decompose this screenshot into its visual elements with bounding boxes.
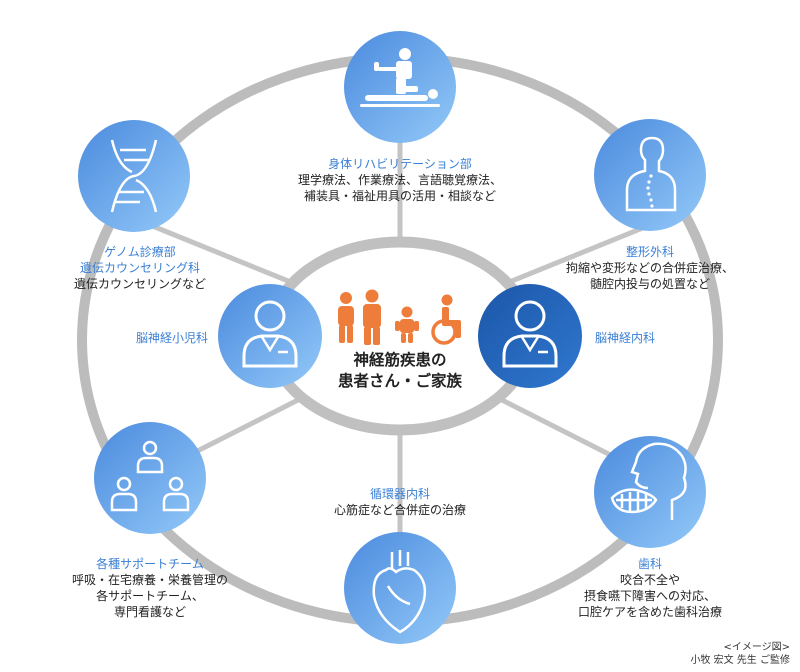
- cardio-title: 循環器内科: [369, 487, 430, 501]
- node-dental[interactable]: [594, 436, 706, 548]
- dental-title: 歯科: [637, 557, 662, 571]
- credit-line2: 小牧 宏文 先生 ご監修: [690, 655, 790, 666]
- spine-back-icon: [625, 136, 677, 212]
- rehab-title: 身体リハビリテーション部: [328, 157, 472, 171]
- node-child-neurology[interactable]: [218, 284, 322, 388]
- node-neurology[interactable]: [478, 284, 582, 388]
- head-teeth-icon: [610, 442, 687, 520]
- heart-icon: [372, 550, 427, 634]
- genome-title2: 遺伝カウンセリング科: [79, 261, 200, 275]
- support-title: 各種サポートチーム: [96, 557, 204, 571]
- support-line3: 専門看護など: [113, 605, 186, 619]
- rehab-line1: 理学療法、作業療法、言語聴覚療法、: [297, 173, 502, 187]
- cardio-line1: 心筋症など合併症の治療: [333, 503, 466, 517]
- doctor-icon: [502, 300, 558, 368]
- physical-therapy-icon: [360, 48, 440, 107]
- node-support[interactable]: [94, 422, 206, 534]
- credit-line1: <イメージ図>: [723, 642, 790, 653]
- dental-line2: 摂食嚥下障害への対応、: [583, 589, 716, 603]
- family-wheelchair-icon: [338, 289, 461, 345]
- node-genome[interactable]: [78, 120, 190, 232]
- dental-label: 歯科 咬合不全や 摂食嚥下障害への対応、 口腔ケアを含めた歯科治療: [560, 556, 740, 620]
- credit: <イメージ図> 小牧 宏文 先生 ご監修: [620, 641, 790, 667]
- dna-icon: [110, 139, 158, 213]
- dental-line1: 咬合不全や: [619, 573, 680, 587]
- center-line2: 患者さん・ご家族: [337, 372, 462, 390]
- rehab-line2: 補装具・福祉用具の活用・相談など: [303, 189, 496, 203]
- ortho-label: 整形外科 拘縮や変形などの合併症治療、 髄腔内投与の処置など: [540, 244, 760, 292]
- cardio-label: 循環器内科 心筋症など合併症の治療: [300, 486, 500, 518]
- node-rehab[interactable]: [344, 31, 456, 143]
- dental-line3: 口腔ケアを含めた歯科治療: [577, 605, 722, 619]
- ortho-line1: 拘縮や変形などの合併症治療、: [565, 261, 734, 275]
- genome-label: ゲノム診療部 遺伝カウンセリング科 遺伝カウンセリングなど: [40, 244, 240, 292]
- doctor-icon: [242, 300, 298, 368]
- support-label: 各種サポートチーム 呼吸・在宅療養・栄養管理の 各サポートチーム、 専門看護など: [50, 556, 250, 620]
- child-neurology-title: 脳神経小児科: [135, 331, 208, 345]
- node-ortho[interactable]: [594, 119, 706, 231]
- node-cardio[interactable]: [344, 532, 456, 644]
- rehab-label: 身体リハビリテーション部 理学療法、作業療法、言語聴覚療法、 補装具・福祉用具の…: [280, 156, 520, 204]
- ortho-title: 整形外科: [625, 245, 674, 259]
- neurology-title: 脳神経内科: [595, 331, 656, 345]
- genome-line1: 遺伝カウンセリングなど: [73, 277, 206, 291]
- center-label: 神経筋疾患の 患者さん・ご家族: [330, 350, 470, 392]
- team-icon: [110, 440, 190, 512]
- support-line1: 呼吸・在宅療養・栄養管理の: [71, 573, 228, 587]
- genome-title1: ゲノム診療部: [104, 245, 176, 259]
- support-line2: 各サポートチーム、: [96, 589, 204, 603]
- ortho-line2: 髄腔内投与の処置など: [589, 277, 710, 291]
- center-line1: 神経筋疾患の: [353, 351, 447, 369]
